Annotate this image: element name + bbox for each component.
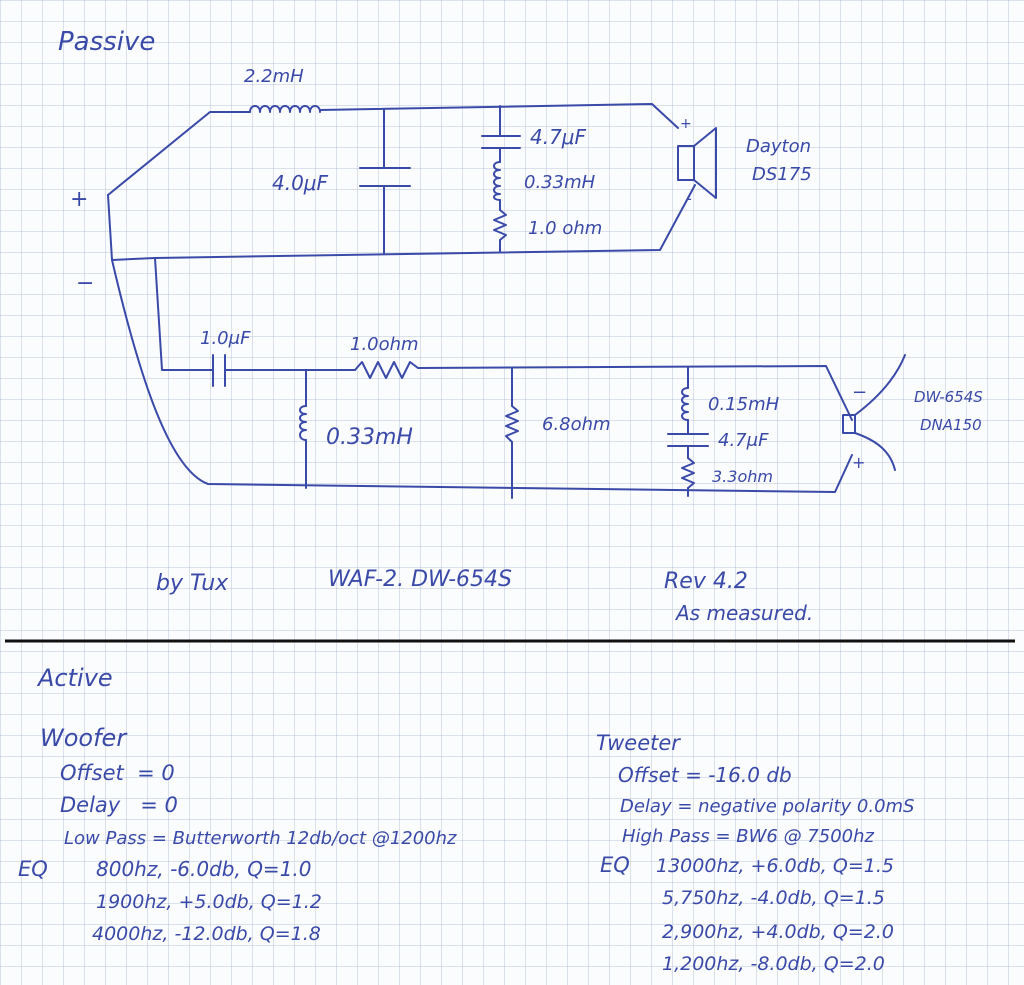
inductor-0-33mh-notch [493, 161, 501, 201]
tweeter-offset: Offset = -16.0 db [618, 763, 792, 787]
tweeter-delay: Delay = negative polarity 0.0mS [620, 796, 914, 817]
capacitor-4-7uf-zobel-label: 4.7μF [718, 430, 769, 451]
inductor-2-2mh [249, 105, 321, 113]
active-title: Active [36, 664, 113, 692]
resistor-3-3ohm [681, 457, 695, 489]
woofer-plus-label: + [852, 453, 865, 472]
tweeter-eq-row: 5,750hz, -4.0db, Q=1.5 [662, 887, 885, 909]
capacitor-4-7uf-notch-label: 4.7μF [530, 125, 587, 149]
tweeter-driver-name: Dayton [746, 136, 811, 157]
woofer-driver-model: DW-654S [914, 388, 983, 406]
capacitor-4-7uf-zobel [667, 433, 709, 447]
capacitor-1-0uf [205, 354, 233, 387]
resistor-3-3ohm-label: 3.3ohm [712, 467, 773, 486]
tweeter-title: Tweeter [596, 731, 681, 755]
inductor-0-33mh [299, 405, 307, 441]
tweeter-eq-label: EQ [600, 853, 630, 877]
measured-note: As measured. [674, 601, 813, 625]
capacitor-4-7uf-notch [481, 135, 521, 149]
woofer-eq-row: 1900hz, +5.0db, Q=1.2 [96, 891, 322, 913]
inductor-2-2mh-label: 2.2mH [244, 66, 304, 87]
tweeter-driver-model: DS175 [752, 164, 812, 185]
woofer-filter-wiring [111, 257, 853, 499]
resistor-1-0ohm-notch [493, 209, 507, 241]
revision-label: Rev 4.2 [664, 569, 748, 594]
resistor-1-0ohm-notch-label: 1.0 ohm [528, 218, 602, 239]
resistor-6-8ohm [505, 405, 519, 443]
inductor-0-15mh-label: 0.15mH [708, 394, 780, 415]
tweeter-eq-row: 13000hz, +6.0db, Q=1.5 [656, 855, 894, 877]
capacitor-1-0uf-label: 1.0μF [200, 328, 251, 349]
author-label: by Tux [156, 571, 229, 596]
woofer-minus-label: − [852, 382, 867, 403]
tweeter-eq-row: 1,200hz, -8.0db, Q=2.0 [662, 953, 885, 975]
woofer-speaker-icon [842, 354, 906, 471]
inductor-0-15mh [681, 387, 689, 421]
tweeter-plus-label: + [680, 116, 692, 132]
woofer-eq-label: EQ [18, 857, 48, 881]
woofer-eq-row: 4000hz, -12.0db, Q=1.8 [92, 923, 321, 945]
passive-title: Passive [58, 27, 155, 57]
tweeter-minus-label: - [686, 189, 692, 208]
input-minus-label: − [76, 271, 94, 296]
tweeter-eq-row: 2,900hz, +4.0db, Q=2.0 [662, 921, 894, 943]
woofer-low-pass: Low Pass = Butterworth 12db/oct @1200hz [64, 828, 457, 849]
tweeter-speaker-icon [677, 127, 717, 199]
tweeter-high-pass: High Pass = BW6 @ 7500hz [622, 826, 875, 847]
inductor-0-33mh-notch-label: 0.33mH [524, 172, 596, 193]
input-plus-label: + [70, 187, 88, 212]
woofer-driver-amp: DNA150 [920, 416, 982, 434]
woofer-offset: Offset = 0 [60, 761, 175, 785]
woofer-eq-row: 800hz, -6.0db, Q=1.0 [96, 857, 312, 881]
inductor-0-33mh-label: 0.33mH [326, 425, 413, 450]
woofer-delay: Delay = 0 [60, 793, 178, 817]
capacitor-4-0uf [359, 167, 411, 187]
resistor-1-0ohm [354, 361, 419, 379]
resistor-1-0ohm-label: 1.0ohm [350, 334, 419, 355]
woofer-title: Woofer [40, 724, 128, 752]
resistor-6-8ohm-label: 6.8ohm [542, 414, 611, 435]
project-label: WAF-2. DW-654S [328, 567, 512, 592]
tweeter-filter-wiring [107, 103, 696, 261]
capacitor-4-0uf-label: 4.0μF [272, 171, 329, 195]
